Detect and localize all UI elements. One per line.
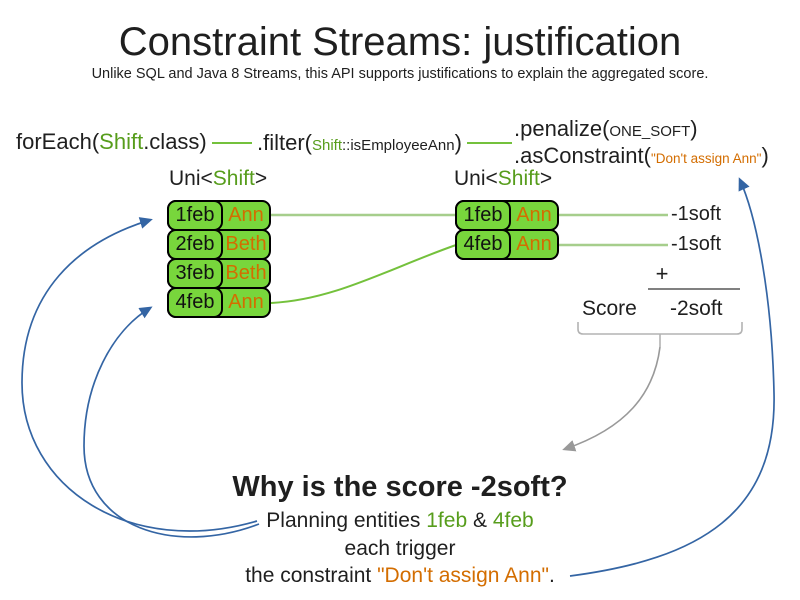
bracket-to-explanation-arrow (562, 346, 661, 452)
table-row: 3feb Beth (167, 258, 271, 289)
explanation-line2: each trigger (344, 537, 456, 560)
plus-sign: + (655, 261, 669, 286)
asconstraint-arg: "Don't assign Ann" (650, 151, 762, 166)
penalize-post: ) (690, 116, 698, 141)
total-score: -2soft (670, 297, 723, 320)
shift-date: 3feb (167, 258, 223, 289)
left-stream-table: 1feb Ann 2feb Beth 3feb Beth 4feb Ann (167, 200, 271, 318)
shift-date: 4feb (455, 229, 511, 260)
slide-title: Constraint Streams: justification (118, 20, 682, 64)
score-label: Score (582, 297, 637, 320)
shift-employee: Ann (516, 204, 552, 226)
asconstraint-post: ) (761, 143, 769, 168)
entity-4feb: 4feb (492, 509, 534, 532)
slide-subtitle: Unlike SQL and Java 8 Streams, this API … (91, 66, 709, 82)
right-stream-table: 1feb Ann 4feb Ann (455, 200, 559, 260)
match-score-2: -1soft (671, 233, 722, 255)
left-stream-type-label: Uni<Shift> (169, 167, 268, 190)
foreach-pre: forEach( (16, 129, 100, 154)
constraint-name: "Don't assign Ann" (377, 564, 549, 587)
table-row: 1feb Ann (167, 200, 271, 231)
connector-4feb (270, 244, 457, 304)
code-foreach: forEach(Shift.class) (16, 129, 207, 154)
filter-class: Shift (312, 137, 343, 154)
code-filter: .filter(Shift::isEmployeeAnn) (257, 130, 462, 155)
score-bracket (577, 322, 743, 347)
penalize-arg: ONE_SOFT (609, 123, 691, 140)
filter-method: ::isEmployeeAnn (342, 137, 455, 154)
explanation-line1: Planning entities 1feb & 4feb (266, 509, 534, 532)
table-row: 1feb Ann (455, 200, 559, 231)
foreach-post: .class) (143, 129, 207, 154)
table-row: 4feb Ann (167, 287, 271, 318)
table-row: 4feb Ann (455, 229, 559, 260)
explanation-heading: Why is the score -2soft? (232, 471, 568, 503)
match-score-1: -1soft (671, 203, 722, 225)
foreach-class: Shift (99, 129, 144, 154)
shift-employee: Beth (225, 262, 267, 284)
code-asconstraint: .asConstraint("Don't assign Ann") (514, 143, 769, 168)
shift-date: 1feb (167, 200, 223, 231)
code-penalize: .penalize(ONE_SOFT) (514, 116, 698, 141)
shift-date: 1feb (455, 200, 511, 231)
penalize-pre: .penalize( (514, 116, 610, 141)
shift-employee: Ann (228, 291, 264, 313)
entity-1feb: 1feb (426, 509, 468, 532)
filter-pre: .filter( (257, 130, 312, 155)
shift-date: 4feb (167, 287, 223, 318)
asconstraint-pre: .asConstraint( (514, 143, 651, 168)
shift-employee: Ann (516, 233, 552, 255)
filter-post: ) (454, 130, 462, 155)
table-row: 2feb Beth (167, 229, 271, 260)
shift-employee: Beth (225, 233, 267, 255)
shift-employee: Ann (228, 204, 264, 226)
shift-date: 2feb (167, 229, 223, 260)
explanation-line3: the constraint "Don't assign Ann". (245, 564, 555, 587)
right-stream-type-label: Uni<Shift> (454, 167, 553, 190)
